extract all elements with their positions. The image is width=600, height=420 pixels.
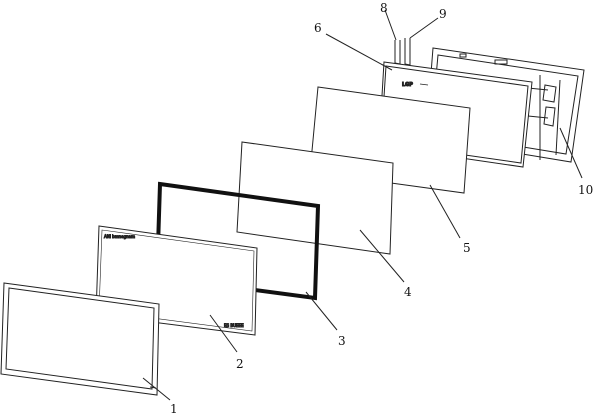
callout-8: 8 (380, 1, 388, 15)
callout-6: 6 (314, 21, 322, 35)
leader-6 (325, 33, 393, 71)
callout-5: 5 (463, 241, 471, 255)
leader-4 (359, 229, 405, 283)
leader-9 (409, 17, 439, 39)
callout-3: 3 (338, 334, 346, 348)
layer-1-front-panel (0, 282, 160, 396)
callout-9: 9 (439, 7, 447, 21)
leader-lines (142, 9, 583, 401)
layer-4-prism-sheet (236, 141, 394, 255)
leader-8 (384, 9, 397, 41)
callout-2: 2 (236, 357, 244, 371)
leader-1 (142, 377, 171, 401)
callout-4: 4 (404, 285, 412, 299)
layer2-top-mark: ANI bmnegnam (104, 234, 135, 239)
leader-3 (305, 291, 338, 331)
callout-1: 1 (170, 402, 178, 416)
callout-labels: 1 2 3 4 5 6 8 9 10 (170, 1, 593, 416)
layer2-bottom-mark: ES BUEEE (224, 323, 244, 328)
callout-10: 10 (578, 183, 593, 197)
leader-10 (559, 127, 583, 179)
leader-2 (209, 314, 238, 353)
layer6-mark: LGP (402, 82, 413, 88)
leader-5 (429, 184, 461, 239)
